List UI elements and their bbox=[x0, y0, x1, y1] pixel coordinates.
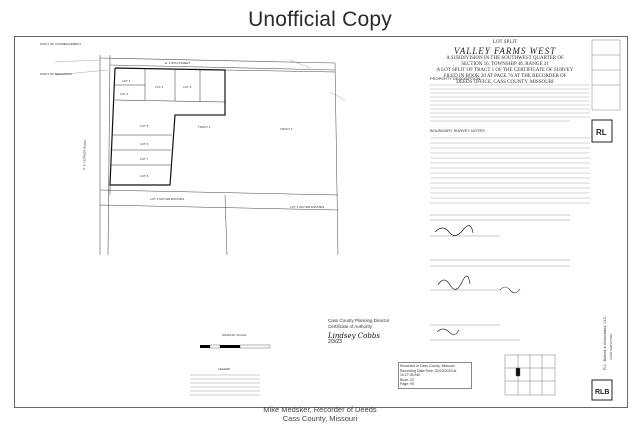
svg-text:RL: RL bbox=[596, 128, 607, 137]
signature-scribble-3 bbox=[499, 286, 521, 294]
stamp-page: Page: 90 bbox=[400, 382, 415, 386]
label-lot-7: LOT 7 bbox=[140, 157, 149, 161]
signature-scribble-1 bbox=[434, 225, 474, 236]
revision-table bbox=[591, 39, 621, 111]
label-lot-3: LOT 3 bbox=[183, 85, 192, 89]
plat-sheet-border bbox=[14, 36, 628, 408]
label-tract-1: TRACT 1 bbox=[198, 125, 211, 129]
signature-scribble-2 bbox=[437, 275, 471, 290]
watermark-text: Unofficial Copy bbox=[248, 8, 392, 31]
recording-stamp: Recorded in Cass County, Missouri Record… bbox=[398, 362, 472, 389]
label-boundary-notes: BOUNDARY SURVEY NOTES bbox=[430, 128, 485, 133]
title-line-4: SECTION 16, TOWNSHIP 46, RANGE 31 bbox=[461, 62, 549, 67]
boundary-notes-lines bbox=[430, 137, 590, 204]
title-line-6: FILED IN BOOK 20 AT PAGE 76 AT THE RECOR… bbox=[443, 74, 567, 79]
stamp-book: Book: 23 bbox=[400, 377, 414, 382]
planning-date: 2/3/23 bbox=[328, 339, 342, 345]
signature-lines bbox=[430, 214, 570, 341]
property-description-lines bbox=[430, 84, 590, 122]
vicinity-map bbox=[504, 354, 556, 396]
title-block: LOT SPLIT VALLEY FARMS WEST A SUBDIVISIO… bbox=[430, 40, 580, 86]
label-street: E. 176TH STREET bbox=[165, 61, 191, 65]
signature-scribble-4 bbox=[436, 328, 460, 335]
label-lot-2: LOT 2 bbox=[155, 85, 164, 89]
stamp-line-2: Recording Date/Time: 02/03/2023 at 10:27… bbox=[400, 368, 457, 378]
stamp-line-1: Recorded in Cass County, Missouri bbox=[400, 364, 455, 368]
label-lot-4: LOT 4 bbox=[120, 92, 129, 96]
label-lot-6: LOT 6 bbox=[140, 142, 149, 146]
svg-text:RLB: RLB bbox=[595, 389, 609, 396]
planning-certificate: Cass County Planning Director Certificat… bbox=[328, 318, 408, 345]
label-legend: LEGEND bbox=[218, 367, 231, 371]
left-road bbox=[99, 54, 111, 256]
title-line-1: LOT SPLIT bbox=[492, 40, 518, 45]
top-street bbox=[99, 57, 336, 71]
label-property-description: PROPERTY DESCRIPTION bbox=[430, 76, 480, 81]
planning-line-2: Certificate of Authority bbox=[328, 324, 373, 329]
upper-lots bbox=[114, 68, 226, 103]
label-lot-5: LOT 5 bbox=[140, 124, 149, 128]
label-point-of-commencement: POINT OF COMMENCEMENT bbox=[40, 42, 81, 46]
label-lot-1: LOT 1 bbox=[122, 79, 131, 83]
leader-lines bbox=[54, 59, 346, 101]
planning-line-1: Cass County Planning Director bbox=[328, 318, 390, 323]
title-subdivision-name: VALLEY FARMS WEST bbox=[453, 46, 557, 56]
firm-sub: LAND SURVEYING bbox=[609, 333, 613, 360]
label-graphic-scale: GRAPHIC SCALE bbox=[222, 333, 246, 337]
label-road: S. E. CORNER ROAD bbox=[82, 139, 87, 170]
legend-lines bbox=[190, 374, 260, 396]
firm-logo: RL RLB bbox=[591, 119, 613, 401]
label-moyer-lot-2: LOT 2 MOYER ESTATES bbox=[290, 205, 324, 209]
title-line-5: A LOT SPLIT OF TRACT 1 OF THE CERTIFICAT… bbox=[436, 68, 574, 73]
firm-name: R.L. Buford & Associates, LLC bbox=[602, 316, 607, 370]
label-point-of-beginning: POINT OF BEGINNING bbox=[40, 72, 72, 76]
footer-recorder-name: Mike Medsker, Recorder of Deeds bbox=[263, 405, 377, 414]
title-line-7: DEEDS OFFICE, CASS COUNTY, MISSOURI bbox=[456, 80, 554, 85]
label-lot-8: LOT 8 bbox=[140, 174, 149, 178]
title-line-3: A SUBDIVISION IN THE SOUTHWEST QUARTER O… bbox=[446, 56, 564, 61]
scale-bar bbox=[200, 344, 271, 349]
label-moyer-lot-1: LOT 1 MOYER ESTATES bbox=[150, 197, 184, 201]
label-tract-2: TRACT 2 bbox=[280, 127, 293, 131]
tract-outline bbox=[99, 62, 339, 256]
planning-signature: Lindsey Cobbs bbox=[328, 332, 380, 340]
footer-county: Cass County, Missouri bbox=[282, 414, 358, 423]
